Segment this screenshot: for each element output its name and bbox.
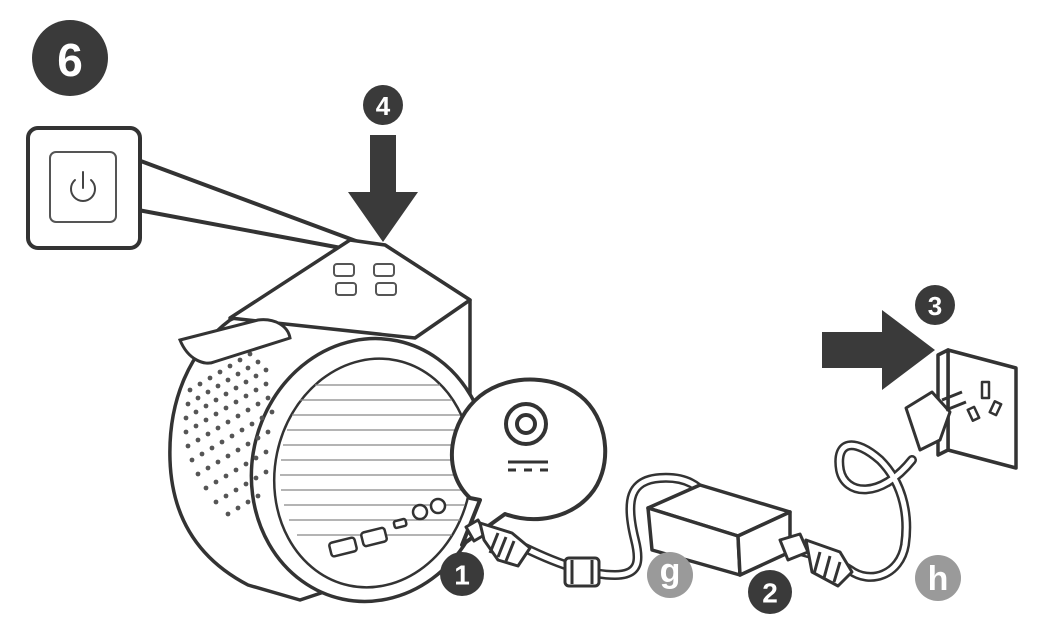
dc-jack-icon — [504, 402, 548, 446]
ports — [328, 497, 447, 558]
part-h-label: h — [928, 560, 949, 598]
ac-connector — [778, 532, 854, 588]
step-4-badge: 4 — [363, 85, 403, 125]
step-3-label: 3 — [928, 291, 942, 321]
ferrite-bead — [563, 556, 601, 588]
dc-symbol-icon — [508, 460, 548, 472]
down-arrow-icon — [348, 135, 418, 242]
top-button — [375, 282, 397, 296]
power-button-callout — [26, 126, 374, 252]
usb-port — [328, 536, 358, 558]
step-1-label: 1 — [454, 560, 470, 591]
part-h-badge: h — [915, 555, 961, 601]
step-4-label: 4 — [376, 91, 391, 121]
step-2-label: 2 — [762, 578, 778, 609]
top-button — [335, 282, 357, 296]
power-icon — [70, 171, 96, 202]
speaker-grille — [183, 351, 275, 517]
step-6-label: 6 — [57, 34, 83, 86]
step-6-badge: 6 — [32, 20, 108, 96]
part-g-badge: g — [647, 552, 693, 598]
ac-plug — [904, 390, 967, 452]
top-buttons — [333, 263, 397, 296]
step-1-badge: 1 — [440, 552, 484, 596]
right-arrow-icon — [822, 310, 935, 390]
handle-strap — [177, 318, 292, 365]
step-2-badge: 2 — [748, 570, 792, 614]
part-g-label: g — [660, 552, 681, 590]
dc-port — [429, 497, 447, 515]
step-3-badge: 3 — [915, 285, 955, 325]
hdmi-port — [360, 526, 388, 548]
dc-plug — [464, 518, 532, 568]
top-button — [333, 263, 355, 277]
micro-port — [392, 517, 408, 530]
audio-port — [411, 503, 429, 521]
top-power-button — [373, 263, 395, 277]
dc-jack-callout — [449, 377, 608, 547]
front-grille — [280, 384, 470, 536]
